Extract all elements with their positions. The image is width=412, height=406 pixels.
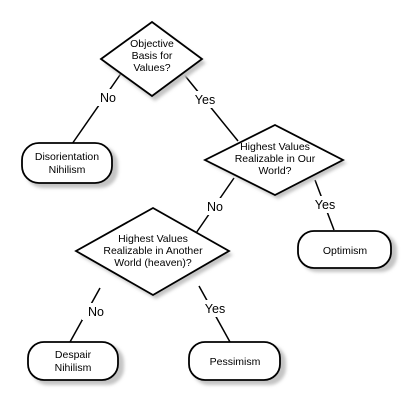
outcome-despair-nihilism: Despair Nihilism — [27, 341, 124, 385]
decision-objective-basis-line-1: Objective — [130, 38, 174, 50]
edge-label-our-world-no: No — [201, 198, 229, 215]
edge-label-objective-yes: Yes — [189, 91, 221, 108]
edge-label-objective-no: No — [94, 89, 122, 106]
edge-label-objective-no-text: No — [100, 91, 116, 105]
decision-objective-basis-line-2: Basis for — [132, 50, 173, 62]
edge-label-another-world-yes-text: Yes — [205, 302, 225, 316]
decision-objective-basis: Objective Basis for Values? — [99, 20, 206, 101]
outcome-disorientation-line-1: Disorientation — [35, 151, 99, 163]
outcome-despair-line-1: Despair — [55, 349, 92, 361]
edge-objective-no — [71, 71, 123, 145]
outcome-disorientation-nihilism: Disorientation Nihilism — [21, 142, 118, 188]
decision-realizable-our-world: Highest Values Realizable in Our World? — [202, 123, 347, 199]
edge-label-another-world-yes: Yes — [199, 300, 231, 317]
decision-our-world-line-1: Highest Values — [240, 141, 310, 153]
decision-our-world-line-2: Realizable in Our — [235, 153, 316, 165]
edge-labels: No Yes No Yes No Yes — [82, 89, 341, 320]
decision-another-world-line-2: Realizable in Another — [103, 245, 203, 257]
edge-label-our-world-no-text: No — [207, 200, 223, 214]
decision-objective-basis-line-3: Values? — [133, 62, 170, 74]
edge-label-another-world-no: No — [82, 303, 110, 320]
outcome-pessimism-line-1: Pessimism — [210, 356, 261, 368]
edge-label-objective-yes-text: Yes — [195, 93, 215, 107]
outcome-optimism: Optimism — [297, 230, 397, 272]
outcome-despair-line-2: Nihilism — [55, 362, 92, 374]
outcome-disorientation-line-2: Nihilism — [49, 164, 86, 176]
decision-another-world-line-1: Highest Values — [118, 233, 188, 245]
decision-another-world-line-3: World (heaven)? — [114, 257, 192, 269]
edge-label-our-world-yes-text: Yes — [315, 198, 335, 212]
edge-label-our-world-yes: Yes — [309, 196, 341, 213]
decision-our-world-line-3: World? — [258, 165, 291, 177]
decision-realizable-another-world: Highest Values Realizable in Another Wor… — [74, 206, 233, 299]
outcome-optimism-line-1: Optimism — [323, 245, 368, 257]
outcome-pessimism: Pessimism — [188, 341, 286, 385]
edge-label-another-world-no-text: No — [88, 305, 104, 319]
